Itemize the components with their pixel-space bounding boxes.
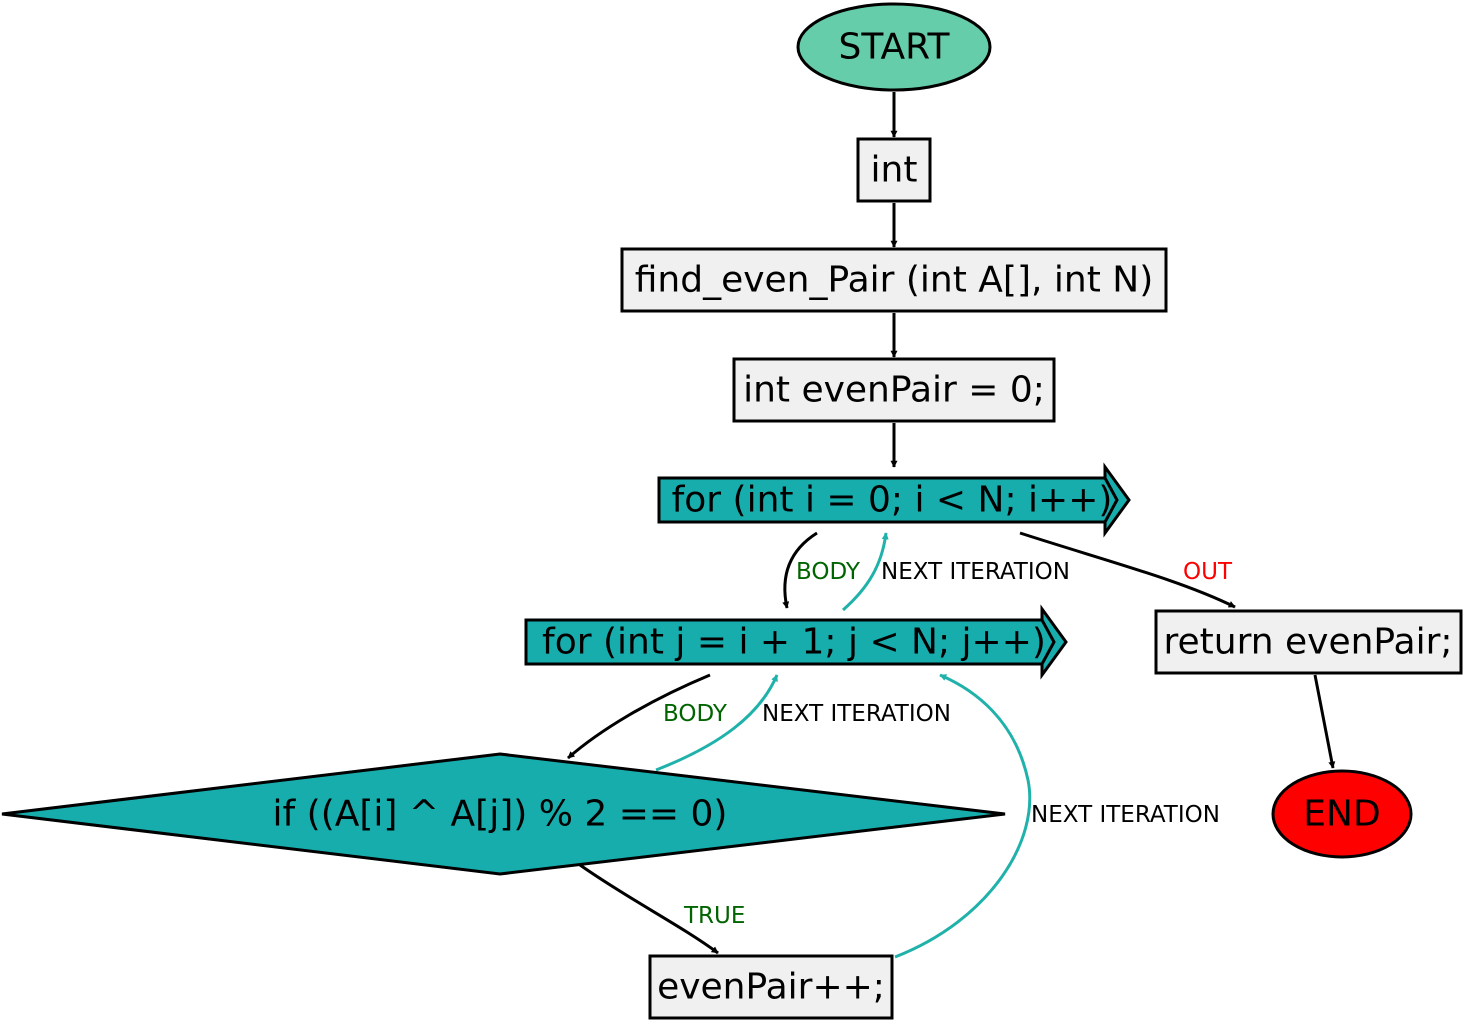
outer-loop-node: for (int i = 0; i < N; i++): [657, 462, 1131, 538]
label-outer-next-iteration: NEXT ITERATION: [881, 559, 1070, 585]
end-node: END: [1271, 769, 1413, 859]
condition-label: if ((A[i] ^ A[j]) % 2 == 0): [273, 794, 728, 835]
return-type-node: int: [856, 137, 932, 203]
condition-node: if ((A[i] ^ A[j]) % 2 == 0): [1, 752, 1006, 876]
edge-inner-next-iteration: [655, 674, 779, 772]
return-type-label: int: [871, 150, 918, 191]
edge-increment-next-iteration: [894, 673, 1032, 959]
inner-loop-shape: [524, 604, 1068, 680]
outer-loop-shape: [657, 462, 1131, 538]
edge-outer-out: [1019, 531, 1236, 609]
inner-loop-arrow-inner-line: [1040, 619, 1056, 665]
label-inner-body: BODY: [663, 701, 728, 727]
init-node: int evenPair = 0;: [732, 357, 1056, 423]
increment-shape: [648, 954, 894, 1020]
edge-outer-body: [782, 531, 818, 609]
label-increment-next-iteration: NEXT ITERATION: [1031, 802, 1220, 828]
label-outer-out: OUT: [1183, 559, 1233, 585]
end-shape: [1271, 769, 1413, 859]
start-shape: [796, 2, 992, 92]
end-label: END: [1303, 794, 1380, 835]
outer-loop-label: for (int i = 0; i < N; i++): [672, 480, 1113, 521]
return-shape: [1154, 609, 1463, 675]
return-label: return evenPair;: [1163, 622, 1452, 663]
label-inner-next-iteration: NEXT ITERATION: [762, 701, 951, 727]
outer-loop-arrow-inner-line: [1103, 477, 1119, 523]
function-signature-shape: [620, 247, 1168, 313]
start-label: START: [838, 27, 950, 68]
init-label: int evenPair = 0;: [743, 370, 1045, 411]
edge-labels: BODY NEXT ITERATION OUT BODY NEXT ITERAT…: [663, 559, 1233, 929]
increment-node: evenPair++;: [648, 954, 894, 1020]
edge-inner-body: [567, 673, 711, 760]
label-outer-body: BODY: [796, 559, 861, 585]
inner-loop-label: for (int j = i + 1; j < N; j++): [542, 622, 1046, 663]
edge-condition-true: [579, 863, 719, 955]
function-signature-node: find_even_Pair (int A[], int N): [620, 247, 1168, 313]
start-node: START: [796, 2, 992, 92]
function-signature-label: find_even_Pair (int A[], int N): [635, 260, 1154, 301]
label-condition-true: TRUE: [683, 903, 745, 929]
inner-loop-node: for (int j = i + 1; j < N; j++): [524, 604, 1068, 680]
init-shape: [732, 357, 1056, 423]
increment-label: evenPair++;: [657, 967, 885, 1008]
condition-shape: [1, 752, 1006, 876]
edges: [567, 92, 1336, 959]
edge-outer-next-iteration: [842, 532, 889, 612]
return-type-shape: [856, 137, 932, 203]
return-node: return evenPair;: [1154, 609, 1463, 675]
edge-return-to-end: [1313, 674, 1336, 769]
